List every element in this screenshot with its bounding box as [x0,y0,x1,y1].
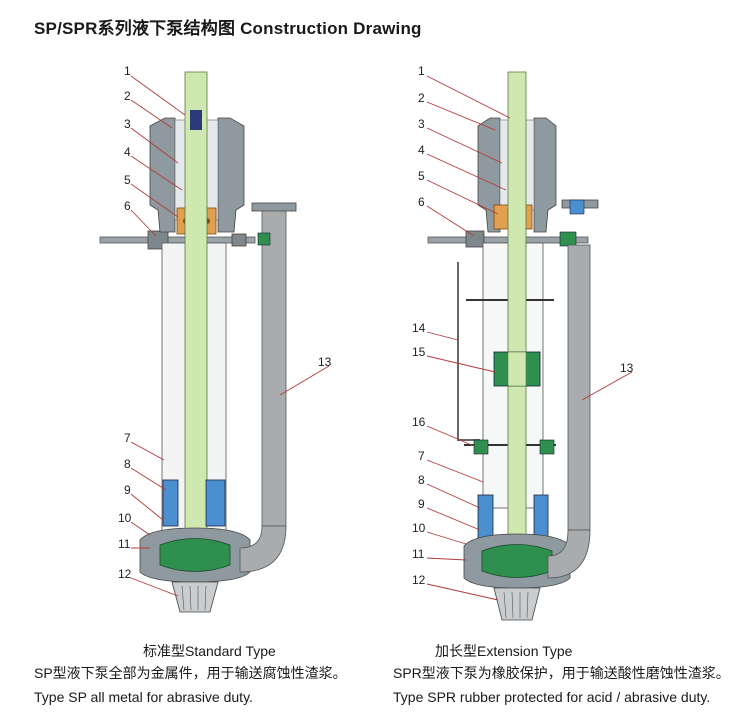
callout-3: 3 [124,117,131,131]
standard-type-name: 标准型Standard Type [143,643,276,659]
standard-leaders [130,75,330,597]
callout-16: 16 [412,415,426,429]
callout-2: 2 [418,91,425,105]
callout-4: 4 [418,143,425,157]
callout-8: 8 [124,457,131,471]
callout-12: 12 [412,573,426,587]
extension-type-name: 加长型Extension Type [435,643,573,659]
callout-12: 12 [118,567,132,581]
callout-1: 1 [418,64,425,78]
callout-5: 5 [418,169,425,183]
page-title: SP/SPR系列液下泵结构图 Construction Drawing [34,19,422,38]
callout-6: 6 [418,195,425,209]
callout-1: 1 [124,64,131,78]
standard-pump-drawing [99,71,297,613]
standard-desc-cn: SP型液下泵全部为金属件，用于输送腐蚀性渣浆。 [34,665,347,681]
callout-15: 15 [412,345,426,359]
callout-2: 2 [124,89,131,103]
callout-9: 9 [418,497,425,511]
callout-13: 13 [318,355,332,369]
standard-callouts: 1 2 3 4 5 6 7 8 9 10 11 12 13 [118,64,332,581]
extension-desc-cn: SPR型液下泵为橡胶保护，用于输送酸性磨蚀性渣浆。 [393,665,730,681]
callout-10: 10 [412,521,426,535]
callout-4: 4 [124,145,131,159]
callout-8: 8 [418,473,425,487]
callout-7: 7 [124,431,131,445]
extension-leaders [426,75,633,601]
callout-10: 10 [118,511,132,525]
callout-14: 14 [412,321,426,335]
extension-pump-drawing [427,71,599,621]
extension-desc-en: Type SPR rubber protected for acid / abr… [393,689,711,705]
callout-9: 9 [124,483,131,497]
callout-11: 11 [118,537,131,551]
callout-3: 3 [418,117,425,131]
callout-5: 5 [124,173,131,187]
callout-13: 13 [620,361,634,375]
callout-7: 7 [418,449,425,463]
callout-11: 11 [412,547,425,561]
standard-desc-en: Type SP all metal for abrasive duty. [34,689,253,705]
callout-6: 6 [124,199,131,213]
extension-callouts: 1 2 3 4 5 6 14 15 16 7 8 9 10 11 12 13 [412,64,634,587]
